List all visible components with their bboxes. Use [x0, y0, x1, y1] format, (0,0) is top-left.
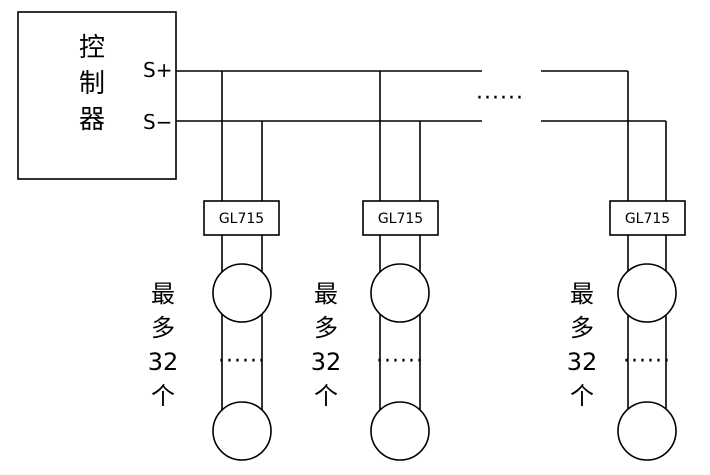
branch-2-module-box	[362, 200, 439, 236]
controller-char-1: 控	[79, 33, 105, 63]
branch-1-note-1: 最	[151, 280, 175, 308]
controller-box	[17, 11, 177, 180]
branch-1-module-box	[203, 200, 280, 236]
branch-3-model-label: GL715	[625, 211, 670, 227]
controller-char-3: 器	[79, 105, 105, 135]
branch-2-note-3: 32	[311, 348, 342, 376]
controller: 控 制 器 S+ S−	[17, 11, 177, 180]
terminal-s-minus: S−	[143, 110, 172, 134]
branch-2: GL715 ······ 最 多 32 个	[311, 71, 439, 461]
branch-1-note-4: 个	[151, 382, 175, 410]
controller-char-2: 制	[79, 69, 105, 99]
branch-2-note-2: 多	[314, 314, 338, 342]
bus-gap-dots: ······	[476, 86, 524, 111]
branch-3-note-2: 多	[570, 314, 594, 342]
branch-2-note-1: 最	[314, 280, 338, 308]
branch-1-note-2: 多	[151, 314, 175, 342]
branch-3-device-top	[617, 263, 677, 323]
branch-1-device-bottom	[212, 401, 272, 461]
branch-1: GL715 ······ 最 多 32 个	[148, 71, 280, 461]
branch-3-note-1: 最	[570, 280, 594, 308]
branch-2-note-4: 个	[314, 382, 338, 410]
branch-3-note-4: 个	[570, 382, 594, 410]
bus-lines: ······	[176, 70, 666, 122]
branch-2-model-label: GL715	[378, 211, 423, 227]
branch-1-model-label: GL715	[219, 211, 264, 227]
branch-1-loop-dots: ······	[218, 349, 266, 374]
branch-3-loop-dots: ······	[623, 349, 671, 374]
branch-2-device-bottom	[370, 401, 430, 461]
branch-3-device-bottom	[617, 401, 677, 461]
branch-3-module-box	[609, 200, 686, 236]
branch-1-device-top	[212, 263, 272, 323]
branch-2-device-top	[370, 263, 430, 323]
branch-2-loop-dots: ······	[376, 349, 424, 374]
branch-3: GL715 ······ 最 多 32 个	[567, 71, 686, 461]
branch-3-note-3: 32	[567, 348, 598, 376]
terminal-s-plus: S+	[143, 58, 172, 82]
branch-1-note-3: 32	[148, 348, 179, 376]
